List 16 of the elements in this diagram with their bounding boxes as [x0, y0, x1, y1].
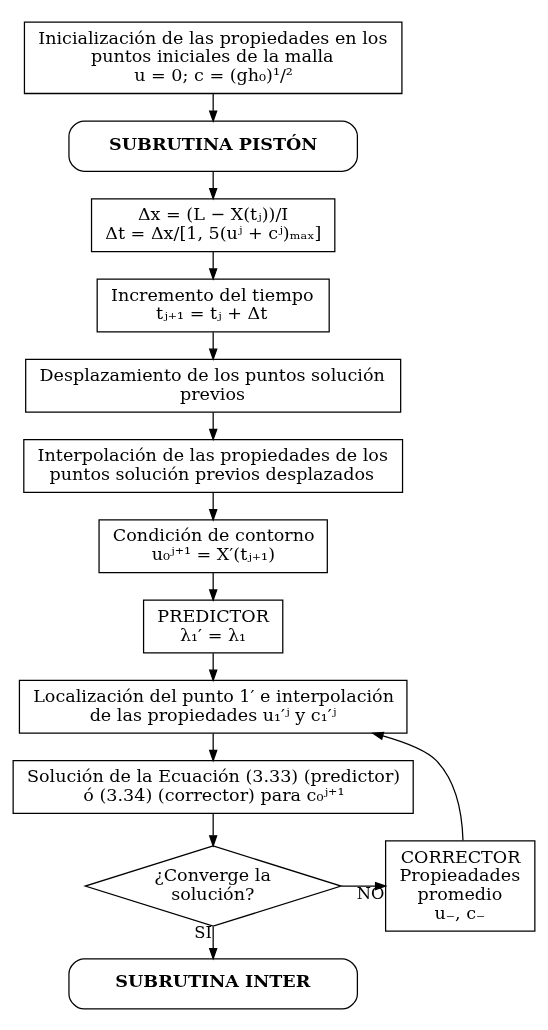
node-diamond: ¿Converge la solución? — [83, 844, 344, 927]
node-box: SUBRUTINA PISTÓN — [68, 119, 359, 172]
node-box: Incremento del tiempo tⱼ₊₁ = tⱼ + Δt — [96, 277, 330, 332]
node-box: Desplazamiento de los puntos solución previos — [25, 358, 402, 413]
node-box: Localización del punto 1′ e interpolación de las propiedades u₁′ʲ y c₁′ʲ — [18, 679, 408, 734]
node-box: SUBRUTINA INTER — [68, 957, 359, 1010]
node-box: Δx = (L − X(tⱼ))/I Δt = Δx/[1, 5(uʲ + cʲ)ₘₐₓ] — [90, 197, 336, 252]
node-box: Inicialización de las propiedades en los puntos iniciales de la malla u = 0; c = (gh₀)¹/² — [23, 20, 403, 94]
node-box: CORRECTOR Propieadades promedio u₋, c₋ — [385, 839, 536, 932]
node-box: Condición de contorno u₀ʲ⁺¹ = X′(tⱼ₊₁) — [98, 518, 328, 573]
arrow — [208, 812, 218, 848]
arrow — [371, 731, 464, 841]
arrow — [208, 925, 218, 961]
node-box: Interpolación de las propiedades de los puntos solución previos desplazados — [23, 438, 404, 493]
node-box: Solución de la Ecuación (3.33) (predictor) ó (3.34) (corrector) para c₀ʲ⁺¹ — [12, 759, 414, 814]
node-box: PREDICTOR λ₁′ = λ₁ — [142, 599, 284, 653]
